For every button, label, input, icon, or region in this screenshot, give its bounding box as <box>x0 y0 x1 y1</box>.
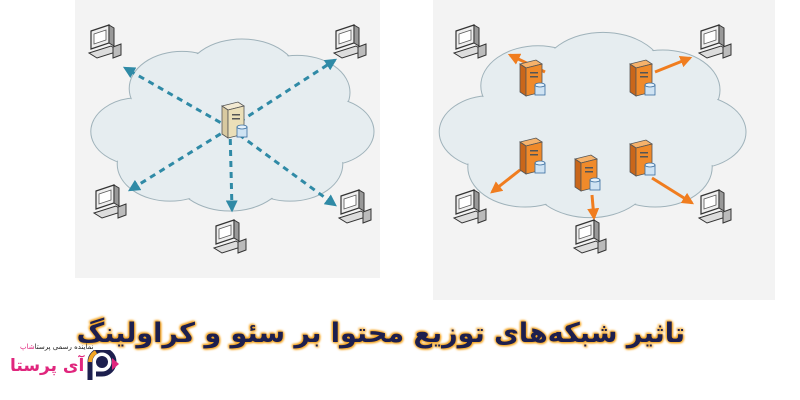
data-flow-arrow <box>229 58 338 130</box>
database-icon <box>534 82 546 96</box>
client-computer-icon <box>332 24 367 59</box>
data-flow-arrow <box>122 66 231 130</box>
database-icon <box>589 177 601 191</box>
data-flow-arrow <box>654 55 693 74</box>
client-computer-icon <box>92 184 127 219</box>
client-computer-icon <box>212 219 247 254</box>
client-computer-icon <box>697 24 732 59</box>
client-computer-icon <box>452 24 487 59</box>
database-icon <box>644 162 656 176</box>
client-computer-icon <box>87 24 122 59</box>
data-flow-arrow <box>127 126 231 192</box>
edge-server-icon <box>629 59 656 97</box>
database-icon <box>534 160 546 174</box>
brand-logo-icon <box>87 350 119 380</box>
edge-server-icon <box>629 139 656 177</box>
edge-server-icon <box>519 137 546 175</box>
client-computer-icon <box>452 189 487 224</box>
edge-server-icon <box>574 154 601 192</box>
data-flow-arrow <box>651 176 695 205</box>
edge-server-icon <box>519 59 546 97</box>
client-computer-icon <box>337 189 372 224</box>
data-flow-arrow <box>225 127 238 213</box>
database-icon <box>644 82 656 96</box>
database-icon <box>236 124 248 138</box>
data-flow-arrow <box>587 194 600 221</box>
origin-server-icon <box>221 101 248 139</box>
data-flow-arrow <box>490 168 521 194</box>
logo-subtitle-highlight: شاپ <box>20 343 35 351</box>
page-title: تاثیر شبکه‌های توزیع محتوا بر سئو و کراو… <box>76 318 685 349</box>
client-computer-icon <box>572 219 607 254</box>
logo-subtitle-prefix: نماینده رسمی پرستا <box>34 343 94 351</box>
logo-subtitle: نماینده رسمی پرستاشاپ <box>20 343 94 351</box>
logo-name: آی پرستا <box>10 356 85 376</box>
client-computer-icon <box>697 189 732 224</box>
